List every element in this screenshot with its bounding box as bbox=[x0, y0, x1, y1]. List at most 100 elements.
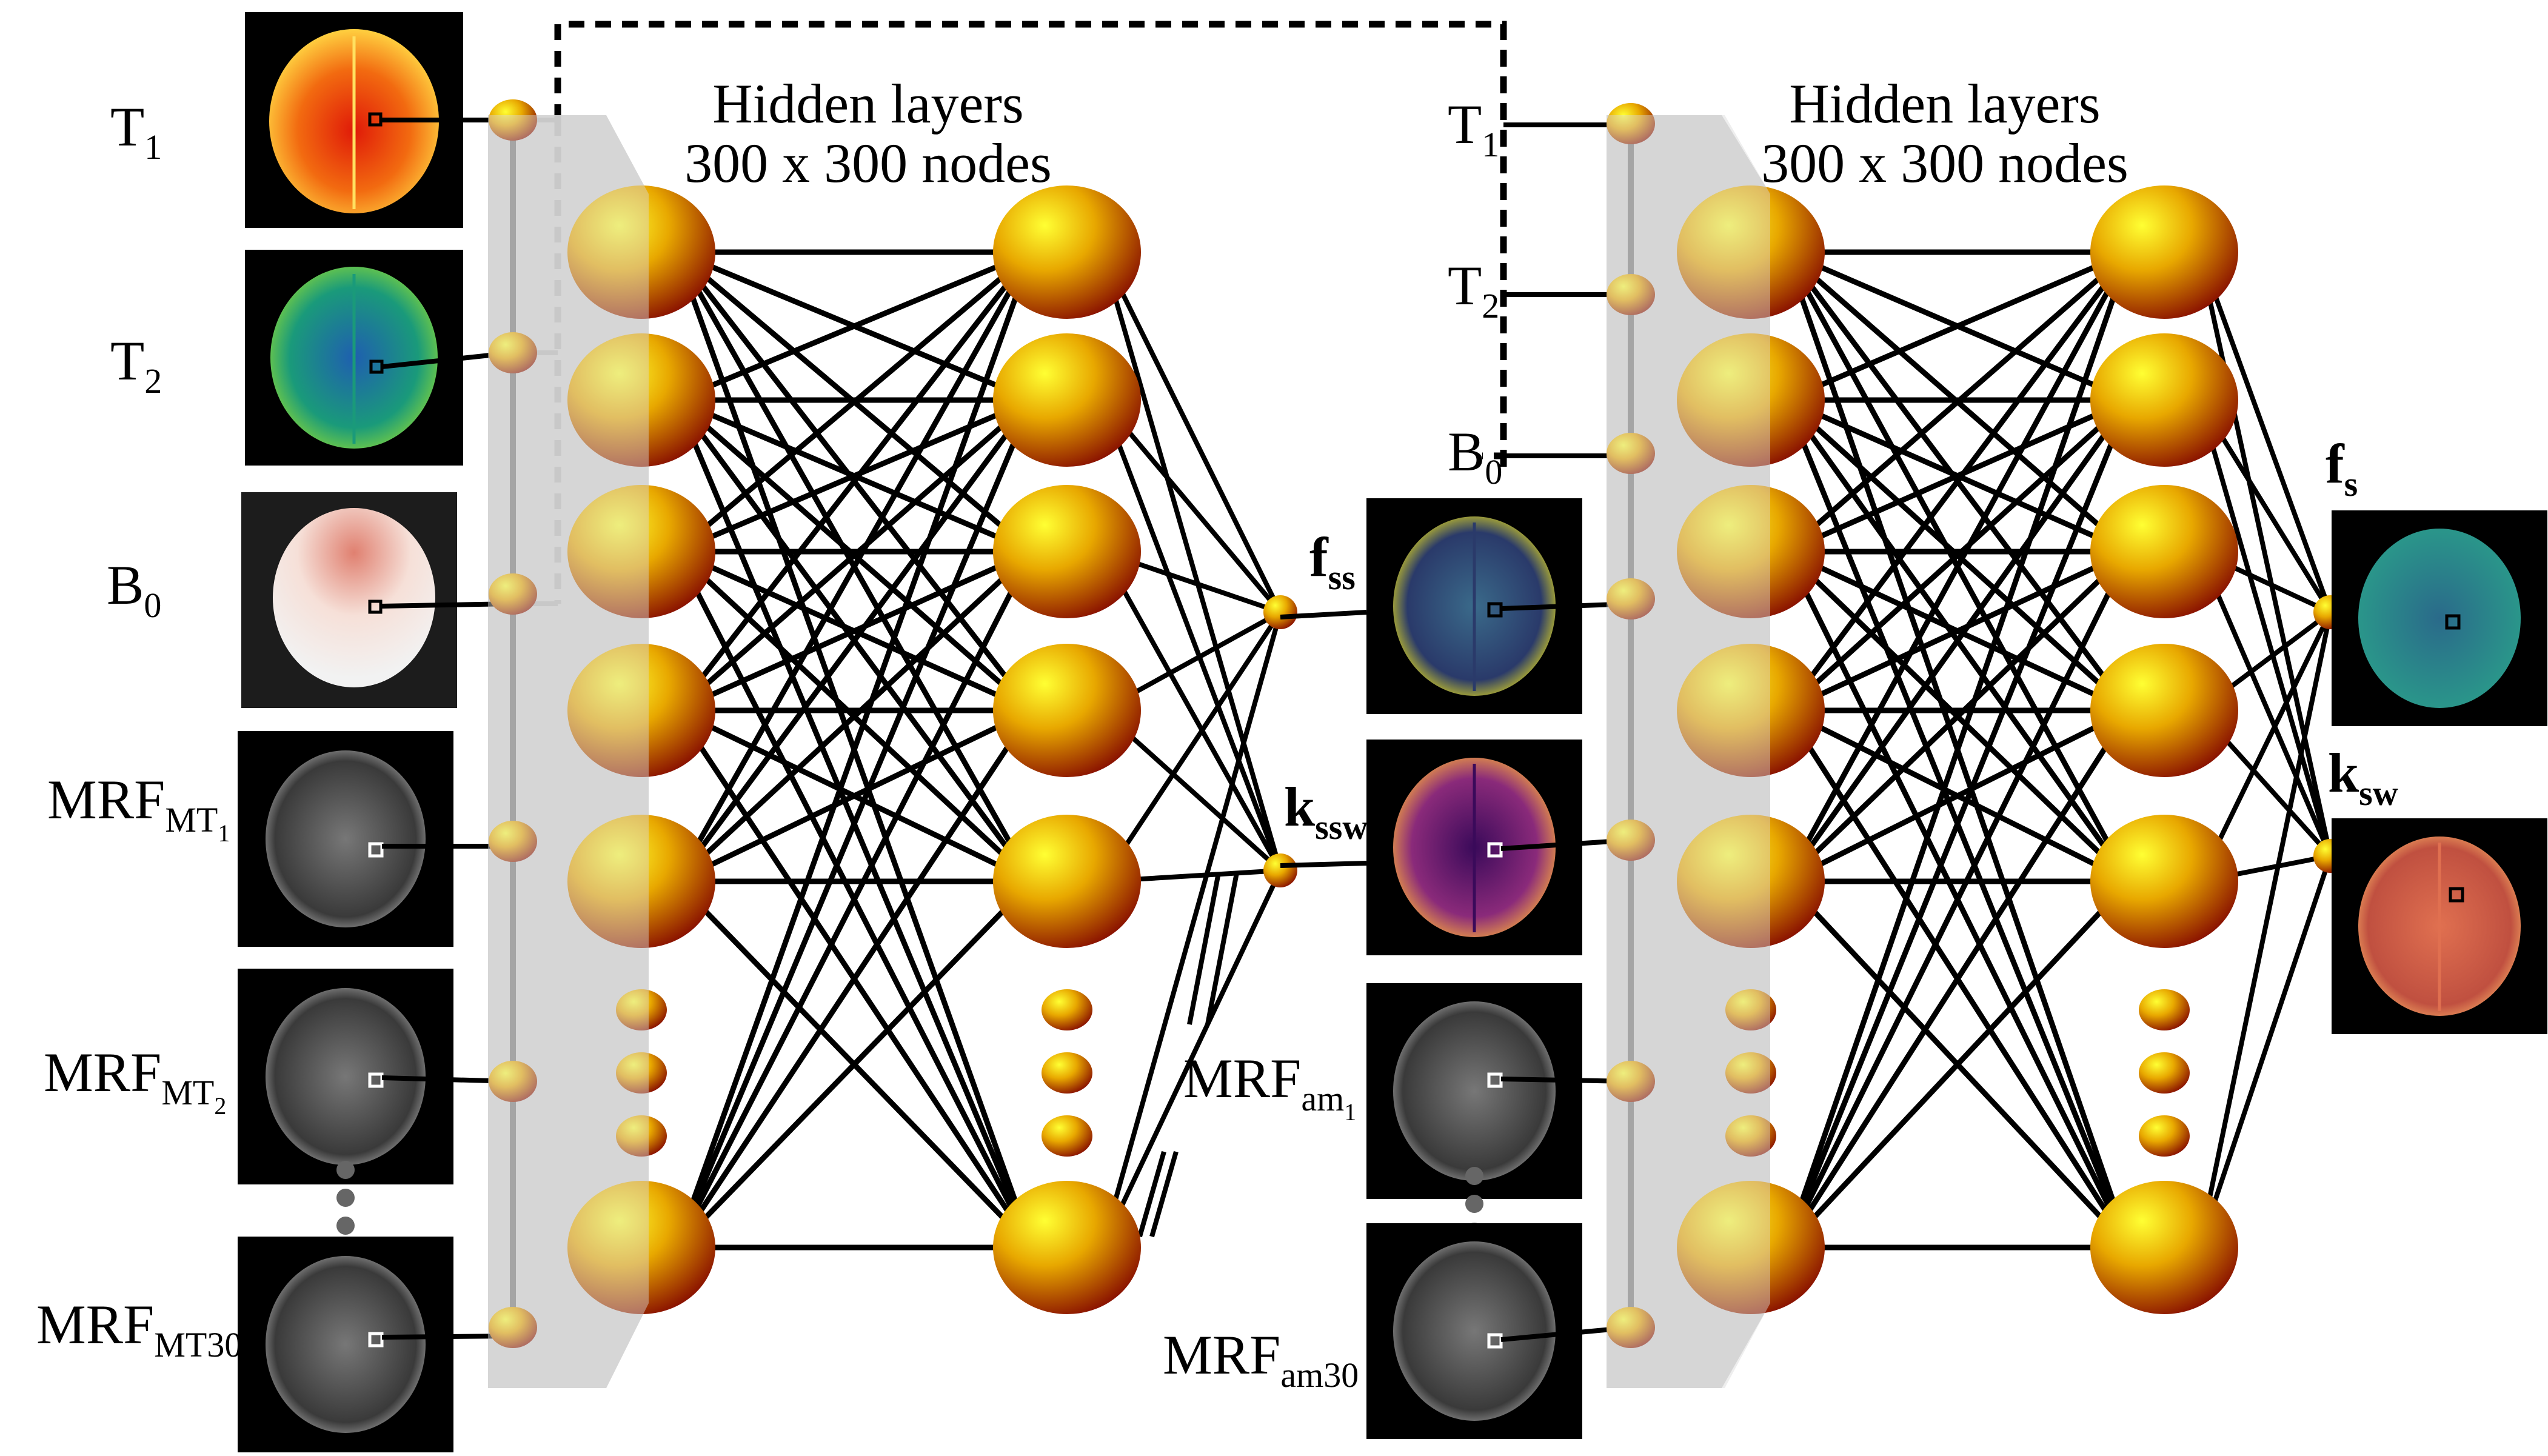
input-label-mrf-mt2: MRFMT2 bbox=[44, 1041, 226, 1120]
fss-map-image bbox=[1280, 498, 1631, 714]
hidden-node bbox=[567, 333, 715, 467]
hidden-ellipsis-node bbox=[1042, 989, 1092, 1030]
hidden-node bbox=[2090, 485, 2238, 618]
input-node bbox=[1607, 433, 1655, 474]
hidden-node bbox=[1677, 1181, 1825, 1314]
fs-map-image bbox=[2332, 510, 2547, 726]
connection-line bbox=[674, 549, 1034, 884]
hidden-node bbox=[2090, 815, 2238, 948]
output-node bbox=[1263, 853, 1297, 887]
hidden-ellipsis-node bbox=[1725, 1115, 1776, 1157]
hidden-node bbox=[2090, 1181, 2238, 1314]
hidden-ellipsis-node bbox=[1725, 1052, 1776, 1094]
output-connection-line bbox=[1100, 398, 1283, 614]
connection-line bbox=[1784, 879, 2132, 1250]
input-node bbox=[489, 573, 537, 615]
connection-line bbox=[1784, 250, 2132, 712]
feed-line bbox=[1205, 872, 1239, 1025]
hidden-ellipsis-node bbox=[2139, 1052, 2190, 1094]
connection-line bbox=[674, 250, 1034, 883]
input-node bbox=[1607, 820, 1655, 861]
input-node bbox=[1607, 578, 1655, 619]
input-label-t2-net2: T2 bbox=[1448, 255, 1499, 326]
hidden-node bbox=[567, 815, 715, 948]
hidden-node bbox=[2090, 644, 2238, 777]
hidden-node bbox=[1677, 815, 1825, 948]
hidden-node bbox=[567, 644, 715, 777]
connection-line bbox=[1783, 251, 2132, 1249]
hidden-connections-2 bbox=[1783, 249, 2333, 1251]
connection-line bbox=[674, 399, 1035, 1249]
output-connection-line bbox=[1100, 251, 1283, 613]
hidden-nodes-2 bbox=[1607, 115, 2347, 1388]
output-label-fss: fss bbox=[1309, 526, 1356, 597]
input-node bbox=[1607, 1061, 1655, 1102]
connection-line bbox=[675, 398, 1034, 713]
output-connection-line bbox=[2197, 612, 2333, 1248]
output-connection-line bbox=[2197, 251, 2333, 613]
input-node bbox=[489, 1307, 537, 1348]
input-node bbox=[489, 332, 537, 373]
hidden-node bbox=[567, 185, 715, 319]
hidden-node bbox=[993, 333, 1141, 467]
output-label-kssw: kssw bbox=[1284, 776, 1368, 847]
connection-line bbox=[1784, 250, 2132, 883]
network-1: Hidden layers 300 x 300 nodes T1 T2 B0 M… bbox=[36, 12, 1368, 1452]
output-connection-line bbox=[1100, 869, 1283, 1249]
input-node bbox=[1607, 103, 1655, 144]
connection-line bbox=[1784, 549, 2132, 884]
connection-line bbox=[674, 709, 1034, 1249]
hidden-nodes-1 bbox=[488, 115, 1297, 1388]
hidden-ellipsis-node bbox=[616, 1115, 667, 1157]
output-connection-line bbox=[2197, 855, 2333, 1249]
feed-line bbox=[1149, 1150, 1179, 1238]
hidden-node bbox=[993, 185, 1141, 319]
hidden-connections-1 bbox=[674, 249, 1283, 1251]
input-label-t2: T2 bbox=[110, 330, 162, 401]
feed-line bbox=[1137, 1150, 1166, 1238]
input-label-mrf-mt1: MRFMT1 bbox=[47, 769, 230, 847]
output-node bbox=[1263, 595, 1297, 629]
connection-line bbox=[675, 549, 1033, 713]
output-connection-line bbox=[2197, 399, 2333, 857]
output-label-ksw: ksw bbox=[2328, 742, 2398, 813]
band-overlay bbox=[1607, 115, 1770, 1388]
network-2: Hidden layers 300 x 300 nodes T1 T2 B0 M… bbox=[1163, 73, 2547, 1439]
connection-line bbox=[675, 249, 1033, 403]
hidden-node bbox=[1677, 485, 1825, 618]
input-node bbox=[489, 821, 537, 862]
hidden-ellipsis-node bbox=[2139, 1115, 2190, 1157]
mrf-am30-image bbox=[1366, 1223, 1631, 1439]
output-connection-line bbox=[2197, 550, 2333, 857]
output-connection-line bbox=[1100, 610, 1283, 883]
input-nodes-1 bbox=[489, 99, 537, 1348]
connection-line bbox=[1784, 709, 2132, 1249]
output-connection-line bbox=[1100, 611, 1283, 1249]
t1-map-image bbox=[245, 12, 513, 228]
connection-line bbox=[675, 707, 1033, 884]
hidden-layers-title-1: Hidden layers bbox=[712, 73, 1024, 135]
feed-line bbox=[1187, 872, 1221, 1025]
connection-line bbox=[674, 398, 1034, 883]
output-connection-line bbox=[2197, 611, 2333, 883]
output-connection-line bbox=[1100, 399, 1283, 872]
hidden-ellipsis-node bbox=[1042, 1052, 1092, 1094]
hidden-ellipsis-node bbox=[1042, 1115, 1092, 1157]
input-ellipsis-dots-1 bbox=[336, 1161, 355, 1235]
connection-line bbox=[1784, 398, 2132, 713]
hidden-node bbox=[567, 1181, 715, 1314]
mrf-mt1-image bbox=[238, 731, 513, 947]
input-label-mrf-am1: MRFam1 bbox=[1183, 1047, 1356, 1126]
hidden-node bbox=[2090, 185, 2238, 319]
input-node bbox=[1607, 1307, 1655, 1348]
mrf-mt30-image bbox=[238, 1237, 513, 1452]
hidden-node bbox=[993, 485, 1141, 618]
input-label-b0: B0 bbox=[107, 554, 161, 625]
hidden-node bbox=[993, 1181, 1141, 1314]
connection-line bbox=[1784, 250, 2131, 554]
connection-line bbox=[674, 550, 1035, 1249]
hidden-node bbox=[1677, 185, 1825, 319]
mrf-am1-image bbox=[1366, 983, 1631, 1199]
input-label-mrf-mt30: MRFMT30 bbox=[36, 1294, 242, 1364]
